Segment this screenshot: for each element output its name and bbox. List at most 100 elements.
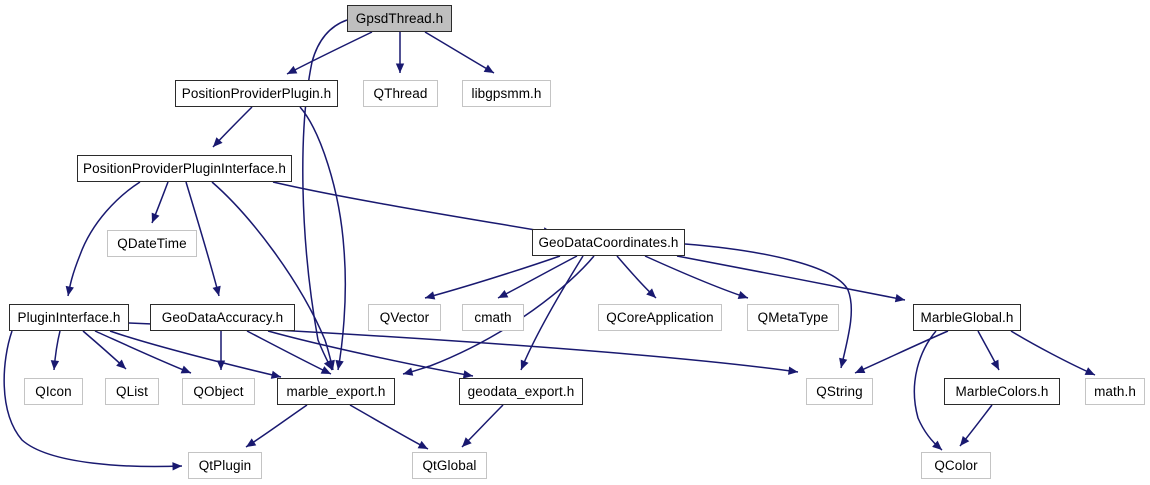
graph-node-label: QColor <box>934 457 978 473</box>
graph-node-qobject[interactable]: QObject <box>182 378 255 405</box>
graph-node-label: QtGlobal <box>422 457 477 473</box>
graph-node-marbleexport[interactable]: marble_export.h <box>277 378 395 405</box>
graph-node-mathh[interactable]: math.h <box>1085 378 1145 405</box>
graph-edge-marbleexport-to-qtplugin <box>245 404 308 448</box>
graph-node-label: geodata_export.h <box>467 383 575 399</box>
graph-node-label: QCoreApplication <box>606 309 714 325</box>
graph-node-pospluginh[interactable]: PositionProviderPlugin.h <box>175 80 338 107</box>
graph-edge-arrowhead <box>172 462 182 471</box>
graph-node-label: QThread <box>373 85 428 101</box>
graph-node-label: QtPlugin <box>198 457 252 473</box>
graph-edge-arrowhead <box>116 359 126 369</box>
graph-node-qcoreapp[interactable]: QCoreApplication <box>598 304 722 331</box>
graph-edge-arrowhead <box>483 64 494 73</box>
graph-edge-arrowhead <box>839 357 848 368</box>
graph-node-label: QVector <box>379 309 430 325</box>
graph-edge-arrowhead <box>462 370 473 379</box>
graph-edge-arrowhead <box>335 359 344 370</box>
graph-edge-plugininterf-to-qobject <box>94 330 192 374</box>
graph-node-label: QIcon <box>35 383 72 399</box>
graph-edge-gpsdthread-to-marbleexport <box>302 19 348 371</box>
graph-edge-arrowhead <box>270 370 281 379</box>
graph-edge-pospluginh-to-marbleexport <box>299 106 347 371</box>
graph-edge-arrowhead <box>213 137 223 147</box>
graph-node-posplugini[interactable]: PositionProviderPluginInterface.h <box>77 155 292 182</box>
graph-node-geodataexp[interactable]: geodata_export.h <box>459 378 583 405</box>
graph-node-label: MarbleColors.h <box>955 383 1049 399</box>
graph-node-label: QObject <box>193 383 244 399</box>
graph-node-label: PositionProviderPlugin.h <box>181 85 332 101</box>
graph-edge-arrowhead <box>894 294 905 303</box>
graph-edge-arrowhead <box>1084 367 1095 375</box>
graph-edge-arrowhead <box>246 438 257 447</box>
graph-node-qvector[interactable]: QVector <box>368 304 441 331</box>
graph-edge-arrowhead <box>216 360 226 370</box>
graph-node-label: GeoDataCoordinates.h <box>538 234 679 250</box>
graph-node-label: GeoDataAccuracy.h <box>161 309 284 325</box>
graph-edge-marbleglobal-to-qstring <box>854 330 949 374</box>
graph-edge-posplugini-to-geodatacoord <box>272 181 554 234</box>
graph-node-label: PluginInterface.h <box>17 309 121 325</box>
graph-edge-geodatacoord-to-marbleglobal <box>676 255 906 301</box>
graph-node-label: marble_export.h <box>286 383 386 399</box>
graph-edge-arrowhead <box>65 285 74 296</box>
graph-edge-geodatacoord-to-qvector <box>424 255 561 299</box>
graph-edge-arrowhead <box>395 63 405 73</box>
graph-node-label: QMetaType <box>757 309 829 325</box>
graph-node-label: cmath <box>474 309 512 325</box>
graph-edge-arrowhead <box>788 366 798 375</box>
graph-node-gpsdthread[interactable]: GpsdThread.h <box>347 5 452 32</box>
graph-node-qtglobal[interactable]: QtGlobal <box>412 452 487 479</box>
graph-edge-arrowhead <box>212 285 221 296</box>
graph-node-label: QDateTime <box>117 235 187 251</box>
graph-node-label: PositionProviderPluginInterface.h <box>83 160 286 176</box>
graph-edge-geodataacc-to-geodataexp <box>267 330 474 377</box>
graph-edge-plugininterf-to-marbleexport <box>109 330 282 378</box>
graph-edge-posplugini-to-marbleexport <box>211 181 334 371</box>
graph-node-qmetatype[interactable]: QMetaType <box>747 304 839 331</box>
graph-node-label: math.h <box>1094 383 1136 399</box>
graph-edge-arrowhead <box>417 440 428 449</box>
graph-edge-geodataacc-to-marbleexport <box>246 330 332 375</box>
graph-edge-arrowhead <box>50 360 60 370</box>
graph-edge-arrowhead <box>287 65 298 74</box>
graph-node-geodatacoord[interactable]: GeoDataCoordinates.h <box>532 229 685 256</box>
graph-edge-marbleglobal-to-mathh <box>1010 330 1096 376</box>
graph-node-libgpsmm[interactable]: libgpsmm.h <box>462 80 551 107</box>
graph-edge-arrowhead <box>520 359 529 370</box>
graph-node-cmath[interactable]: cmath <box>462 304 524 331</box>
graph-edge-arrowhead <box>498 289 509 298</box>
graph-node-qthread[interactable]: QThread <box>363 80 438 107</box>
graph-node-qcolor[interactable]: QColor <box>921 452 991 479</box>
graph-node-qlist[interactable]: QList <box>105 378 159 405</box>
graph-node-qicon[interactable]: QIcon <box>24 378 83 405</box>
graph-edge-geodatacoord-to-marbleexport <box>402 255 595 375</box>
graph-node-marbleglobal[interactable]: MarbleGlobal.h <box>913 304 1021 331</box>
graph-node-label: QList <box>115 383 148 399</box>
graph-node-qstring[interactable]: QString <box>806 378 873 405</box>
graph-edge-arrowhead <box>180 365 191 374</box>
graph-node-label: libgpsmm.h <box>471 85 542 101</box>
graph-edge-geodatacoord-to-qstring <box>684 243 853 369</box>
graph-edge-arrowhead <box>151 212 160 223</box>
graph-node-plugininterf[interactable]: PluginInterface.h <box>9 304 129 331</box>
graph-edge-arrowhead <box>932 440 942 450</box>
graph-edge-arrowhead <box>462 437 472 447</box>
graph-node-qdatetime[interactable]: QDateTime <box>107 230 197 257</box>
graph-node-label: MarbleGlobal.h <box>920 309 1014 325</box>
graph-edge-arrowhead <box>990 359 999 370</box>
graph-edge-arrowhead <box>646 288 656 298</box>
graph-node-geodataacc[interactable]: GeoDataAccuracy.h <box>150 304 295 331</box>
graph-edge-arrowhead <box>326 359 335 370</box>
graph-edge-geodatacoord-to-qmetatype <box>644 255 749 299</box>
graph-edge-gpsdthread-to-pospluginh <box>286 31 373 75</box>
graph-edge-geodatacoord-to-cmath <box>497 255 578 299</box>
graph-edge-arrowhead <box>960 435 970 446</box>
graph-edge-plugininterf-to-qtplugin <box>3 330 183 468</box>
graph-edge-arrowhead <box>425 291 436 300</box>
graph-edge-posplugini-to-geodataacc <box>185 181 220 297</box>
graph-edge-marbleexport-to-qtglobal <box>349 404 429 450</box>
graph-node-marblecolors[interactable]: MarbleColors.h <box>944 378 1060 405</box>
graph-node-qtplugin[interactable]: QtPlugin <box>188 452 262 479</box>
